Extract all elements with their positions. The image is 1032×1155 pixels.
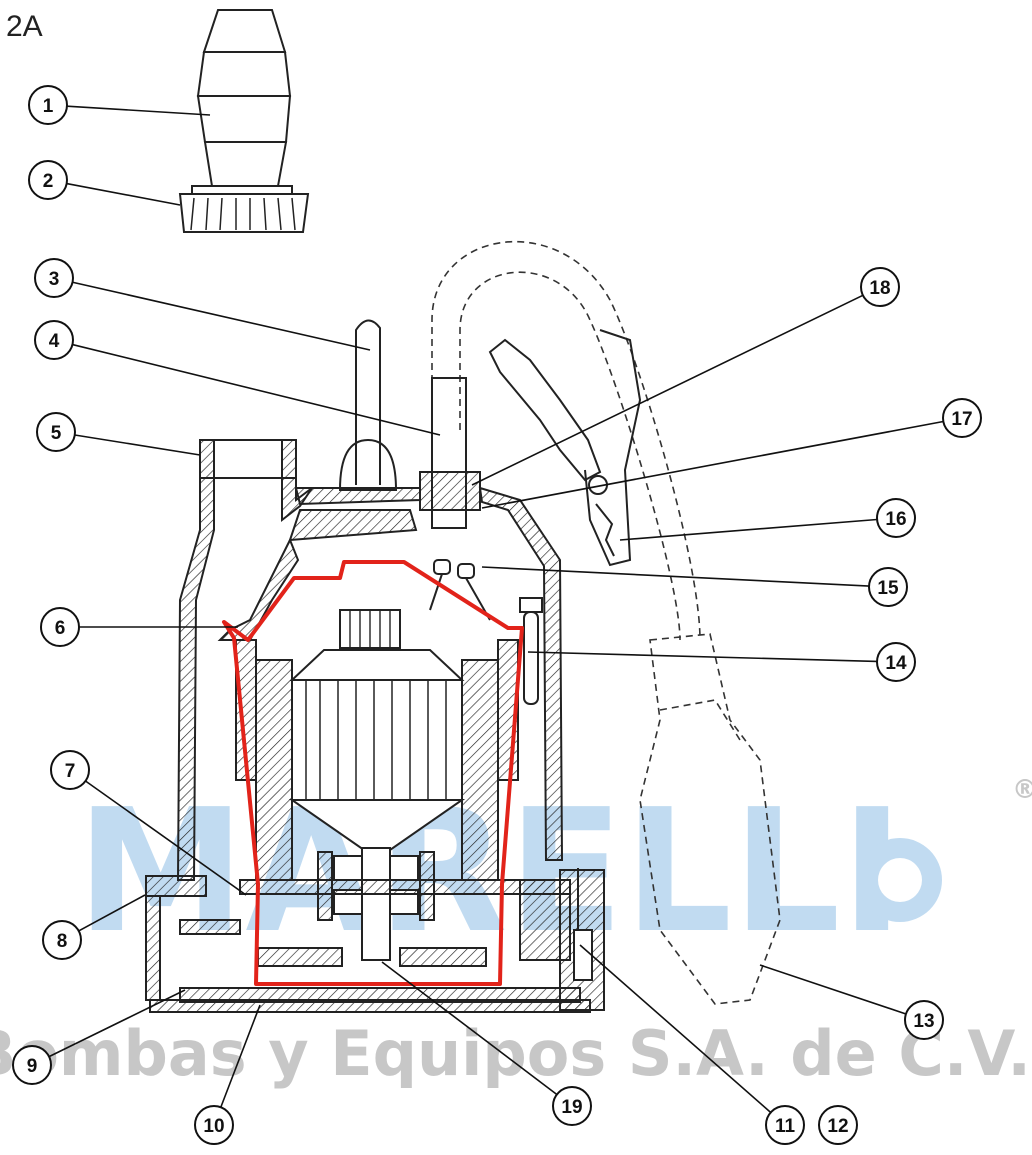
callout-circle	[876, 498, 916, 538]
callout-13: 13	[904, 1000, 944, 1040]
callout-3: 3	[34, 258, 74, 298]
callout-number: 2	[43, 171, 54, 192]
callout-number: 6	[55, 618, 66, 639]
callout-18: 18	[860, 267, 900, 307]
callout-number: 8	[57, 931, 68, 952]
leader-line-15	[481, 566, 870, 587]
pump-housing	[176, 439, 564, 881]
callout-number: 3	[49, 269, 60, 290]
callout-number: 10	[203, 1116, 224, 1137]
callout-circle	[860, 267, 900, 307]
callout-5: 5	[36, 412, 76, 452]
leader-line-7	[85, 780, 247, 896]
leader-line-3	[72, 281, 371, 351]
watermark-tagline: Bombas y Equipos S.A. de C.V.	[0, 1017, 1031, 1090]
leader-line-14	[527, 651, 878, 663]
callout-14: 14	[876, 642, 916, 682]
pump-base	[145, 868, 605, 1013]
callout-6: 6	[40, 607, 80, 647]
leader-line-17	[481, 420, 944, 509]
cable-clip	[488, 329, 642, 567]
callout-number: 12	[827, 1116, 848, 1137]
callout-7: 7	[50, 750, 90, 790]
callout-circle	[50, 750, 90, 790]
callout-circle	[552, 1086, 592, 1126]
threaded-collar	[178, 193, 310, 233]
callout-number: 19	[561, 1097, 582, 1118]
leader-line-11	[579, 944, 772, 1114]
leader-line-8	[78, 894, 146, 932]
callout-circle	[765, 1105, 805, 1145]
callout-circle	[876, 642, 916, 682]
callout-number: 18	[869, 278, 890, 299]
callout-number: 17	[951, 409, 972, 430]
callout-number: 9	[27, 1056, 38, 1077]
leader-line-19	[381, 961, 558, 1096]
callout-11: 11	[765, 1105, 805, 1145]
callout-number: 14	[885, 653, 907, 674]
leader-line-13	[759, 964, 907, 1015]
callout-number: 4	[49, 331, 60, 352]
callout-circle	[34, 258, 74, 298]
leader-line-2	[66, 182, 181, 206]
callout-15: 15	[868, 567, 908, 607]
motor-casing-highlight	[222, 560, 524, 986]
callout-circle	[40, 607, 80, 647]
callout-16: 16	[876, 498, 916, 538]
callout-8: 8	[42, 920, 82, 960]
callout-12: 12	[818, 1105, 858, 1145]
leader-line-9	[48, 989, 186, 1058]
bolt	[519, 597, 543, 705]
callout-number: 5	[51, 423, 62, 444]
leader-line-16	[619, 518, 878, 541]
callout-circle	[28, 160, 68, 200]
watermark-registered: ®	[1012, 775, 1032, 805]
callout-circle	[28, 85, 68, 125]
callout-circle	[904, 1000, 944, 1040]
callout-circle	[12, 1045, 52, 1085]
callout-9: 9	[12, 1045, 52, 1085]
callout-circle	[818, 1105, 858, 1145]
callout-number: 1	[43, 96, 54, 117]
leader-line-18	[471, 294, 864, 486]
callout-circle	[942, 398, 982, 438]
callout-circle	[36, 412, 76, 452]
callout-number: 16	[885, 509, 906, 530]
callout-19: 19	[552, 1086, 592, 1126]
callout-number: 11	[775, 1116, 796, 1137]
leader-line-5	[74, 434, 201, 456]
callout-circle	[34, 320, 74, 360]
watermark-sun-icon	[858, 838, 942, 922]
callout-circle	[868, 567, 908, 607]
power-cable	[419, 377, 481, 529]
figure-label: 2A	[6, 10, 43, 43]
callout-number: 15	[877, 578, 899, 599]
callout-4: 4	[34, 320, 74, 360]
terminals	[429, 559, 491, 621]
float-switch	[431, 240, 781, 1005]
callout-number: 7	[65, 761, 76, 782]
hose-adapter	[191, 9, 293, 195]
leader-line-4	[72, 343, 441, 436]
leader-line-1	[66, 105, 211, 116]
handle	[338, 319, 398, 491]
callout-2: 2	[28, 160, 68, 200]
callout-circle	[194, 1105, 234, 1145]
callout-17: 17	[942, 398, 982, 438]
callout-circle	[42, 920, 82, 960]
leader-lines	[48, 105, 944, 1114]
callout-1: 1	[28, 85, 68, 125]
leader-line-10	[220, 1004, 261, 1108]
callout-10: 10	[194, 1105, 234, 1145]
callout-number: 13	[913, 1011, 934, 1032]
